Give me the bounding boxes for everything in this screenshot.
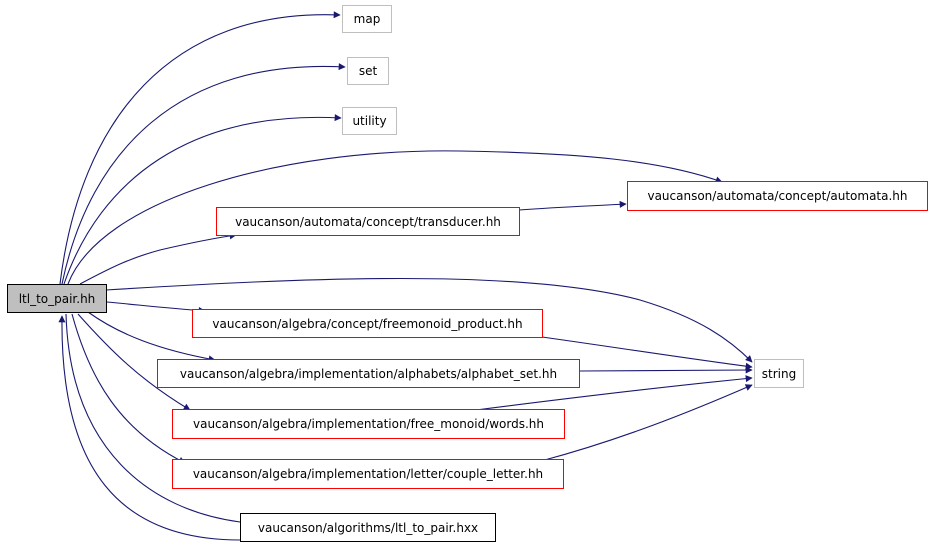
node-transducer-hh[interactable]: vaucanson/automata/concept/transducer.hh bbox=[216, 207, 520, 236]
node-freemonoid-product-hh[interactable]: vaucanson/algebra/concept/freemonoid_pro… bbox=[192, 309, 543, 338]
edge-root-utility bbox=[63, 114, 342, 285]
node-alphabet-set-hh[interactable]: vaucanson/algebra/implementation/alphabe… bbox=[157, 359, 580, 388]
edge-root-transducer bbox=[79, 232, 237, 285]
node-string[interactable]: string bbox=[754, 359, 804, 388]
edge-root-freemonoid bbox=[106, 301, 206, 315]
node-words-hh[interactable]: vaucanson/algebra/implementation/free_mo… bbox=[172, 409, 565, 439]
edge-hxx-root bbox=[58, 315, 241, 541]
node-ltl-to-pair-hh[interactable]: ltl_to_pair.hh bbox=[7, 284, 107, 313]
node-utility[interactable]: utility bbox=[342, 107, 397, 135]
edge-alphabet-string bbox=[579, 366, 753, 374]
edge-root-string bbox=[105, 277, 753, 363]
edge-root-set bbox=[61, 63, 346, 285]
node-ltl-to-pair-hxx[interactable]: vaucanson/algorithms/ltl_to_pair.hxx bbox=[240, 513, 496, 542]
edge-root-automata bbox=[67, 150, 723, 285]
edge-root-couple bbox=[71, 313, 186, 464]
node-map[interactable]: map bbox=[342, 5, 392, 33]
edge-freemonoid-string bbox=[541, 336, 753, 370]
node-set[interactable]: set bbox=[347, 57, 389, 85]
edge-couple-string bbox=[540, 384, 753, 462]
edge-transducer-automata bbox=[518, 200, 627, 211]
edge-root-map bbox=[59, 11, 341, 285]
edge-root-words bbox=[77, 313, 191, 411]
edge-words-string bbox=[475, 375, 753, 411]
node-automata-hh[interactable]: vaucanson/automata/concept/automata.hh bbox=[627, 181, 928, 211]
edge-root-alphabet bbox=[87, 311, 216, 363]
node-couple-letter-hh[interactable]: vaucanson/algebra/implementation/letter/… bbox=[172, 459, 564, 489]
